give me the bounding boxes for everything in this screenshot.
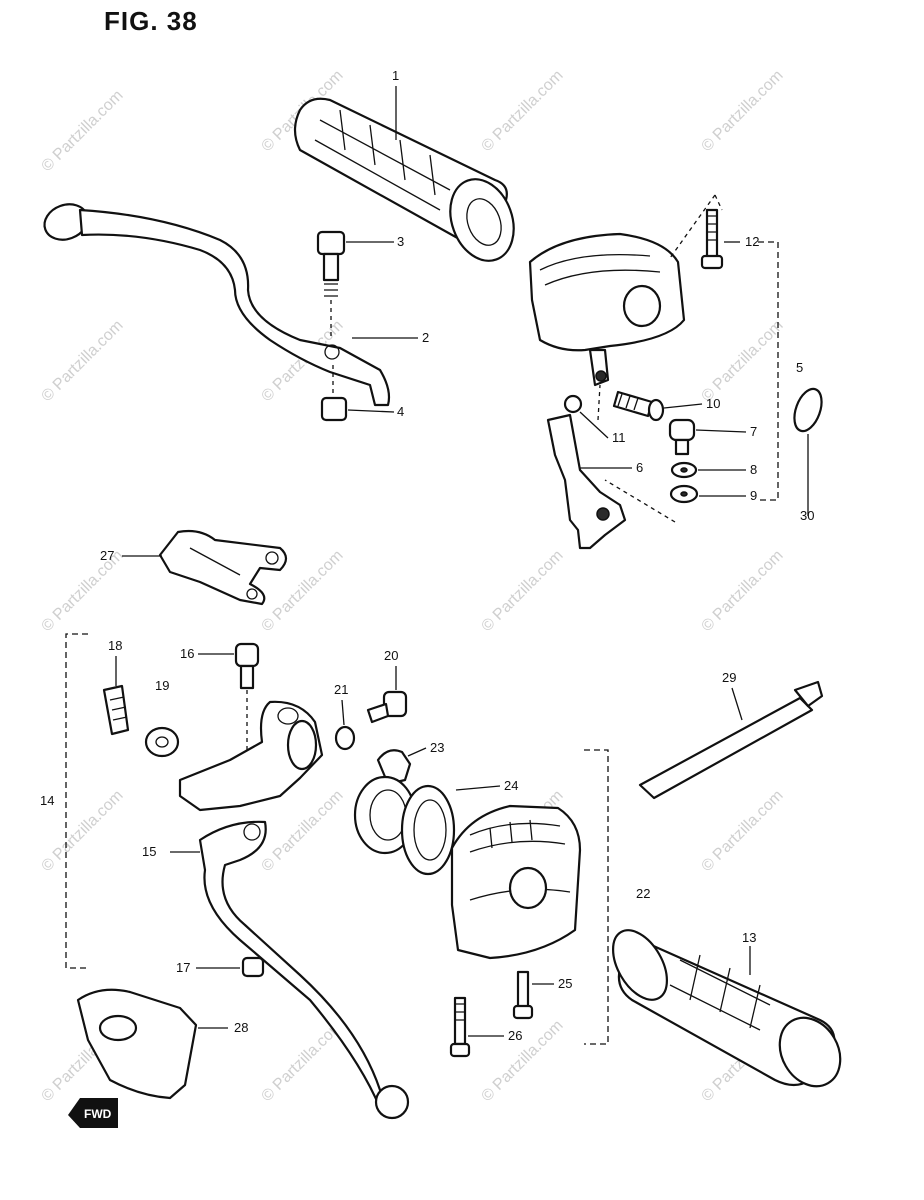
callout-6[interactable]: 6: [636, 460, 643, 475]
part-13-left-grip[interactable]: [602, 921, 852, 1097]
part-3-pivot-bolt[interactable]: [316, 230, 346, 340]
part-19-washer[interactable]: [144, 726, 180, 758]
callout-27[interactable]: 27: [100, 548, 114, 563]
part-4-nut[interactable]: [320, 365, 348, 422]
part-1-handlebar-grip[interactable]: [293, 97, 525, 270]
watermark-text: © Partzilla.com: [38, 317, 126, 405]
part-14-clutch-lever-holder[interactable]: [178, 700, 324, 812]
forward-label: FWD: [84, 1107, 112, 1121]
part-22-switch-housing[interactable]: [450, 804, 582, 960]
callout-4[interactable]: 4: [397, 404, 404, 419]
part-21-washer[interactable]: [334, 725, 356, 751]
part-7-cap-bolt[interactable]: [668, 418, 696, 456]
callout-10[interactable]: 10: [706, 396, 720, 411]
leader-line: [663, 403, 703, 409]
callout-8[interactable]: 8: [750, 462, 757, 477]
callout-30[interactable]: 30: [800, 508, 814, 523]
leader-line: [731, 687, 743, 721]
leader-line: [347, 409, 395, 413]
part-9-washer[interactable]: [669, 484, 699, 504]
callout-23[interactable]: 23: [430, 740, 444, 755]
watermark-text: © Partzilla.com: [478, 547, 566, 635]
part-12-bolt[interactable]: [700, 208, 724, 270]
watermark-text: © Partzilla.com: [698, 547, 786, 635]
leader-line: [407, 747, 427, 757]
callout-20[interactable]: 20: [384, 648, 398, 663]
callout-19[interactable]: 19: [155, 678, 169, 693]
callout-18[interactable]: 18: [108, 638, 122, 653]
part-28-lever-cover[interactable]: [76, 988, 198, 1100]
callout-22[interactable]: 22: [636, 886, 650, 901]
part-2-brake-lever[interactable]: [40, 199, 391, 407]
watermark-text: © Partzilla.com: [698, 317, 786, 405]
leader-line: [341, 699, 345, 726]
callout-1[interactable]: 1: [392, 68, 399, 83]
callout-2[interactable]: 2: [422, 330, 429, 345]
leader-line: [579, 411, 609, 439]
part-25-screw[interactable]: [512, 970, 534, 1020]
watermark-text: © Partzilla.com: [258, 787, 346, 875]
callout-3[interactable]: 3: [397, 234, 404, 249]
part-29-cable-tie[interactable]: [638, 680, 824, 800]
alignment-line: [714, 194, 723, 211]
callout-26[interactable]: 26: [508, 1028, 522, 1043]
part-20-bolt[interactable]: [366, 690, 408, 724]
part-27-cover-plate[interactable]: [158, 529, 288, 606]
callout-15[interactable]: 15: [142, 844, 156, 859]
part-18-screw[interactable]: [102, 684, 130, 736]
callout-14[interactable]: 14: [40, 793, 54, 808]
assembly-bracket: [65, 633, 88, 969]
callout-9[interactable]: 9: [750, 488, 757, 503]
part-10-screw[interactable]: [612, 390, 665, 422]
part-24-ring[interactable]: [353, 775, 456, 876]
watermark-text: © Partzilla.com: [698, 787, 786, 875]
callout-5[interactable]: 5: [796, 360, 803, 375]
leader-line: [695, 429, 747, 433]
callout-29[interactable]: 29: [722, 670, 736, 685]
part-26-screw[interactable]: [449, 996, 471, 1058]
watermark-text: © Partzilla.com: [698, 67, 786, 155]
callout-12[interactable]: 12: [745, 234, 759, 249]
watermark-text: © Partzilla.com: [478, 67, 566, 155]
watermark-text: © Partzilla.com: [478, 1017, 566, 1105]
callout-17[interactable]: 17: [176, 960, 190, 975]
alignment-line: [604, 479, 676, 523]
alignment-line: [669, 194, 716, 259]
forward-direction-marker: FWD: [68, 1098, 118, 1128]
callout-24[interactable]: 24: [504, 778, 518, 793]
callout-13[interactable]: 13: [742, 930, 756, 945]
callout-21[interactable]: 21: [334, 682, 348, 697]
part-6-switch-bracket[interactable]: [546, 413, 627, 550]
assembly-bracket: [758, 241, 779, 501]
callout-28[interactable]: 28: [234, 1020, 248, 1035]
part-30-o-ring[interactable]: [789, 385, 827, 435]
alignment-line: [597, 384, 601, 421]
callout-7[interactable]: 7: [750, 424, 757, 439]
part-23-connector[interactable]: [376, 749, 412, 786]
watermark-text: © Partzilla.com: [38, 87, 126, 175]
assembly-bracket: [584, 749, 609, 1045]
callout-25[interactable]: 25: [558, 976, 572, 991]
part-17-nut[interactable]: [241, 956, 265, 978]
part-11-washer[interactable]: [563, 394, 583, 414]
figure-title: FIG. 38: [104, 6, 198, 36]
callout-11[interactable]: 11: [612, 430, 626, 445]
callout-labels: 1234567891011121314151617181920212223242…: [40, 68, 814, 1043]
part-5-master-cylinder[interactable]: [528, 232, 686, 387]
leader-lines: [65, 86, 809, 1045]
part-15-clutch-lever[interactable]: [198, 820, 410, 1120]
part-8-washer[interactable]: [670, 461, 698, 479]
callout-16[interactable]: 16: [180, 646, 194, 661]
leader-line: [455, 785, 501, 791]
